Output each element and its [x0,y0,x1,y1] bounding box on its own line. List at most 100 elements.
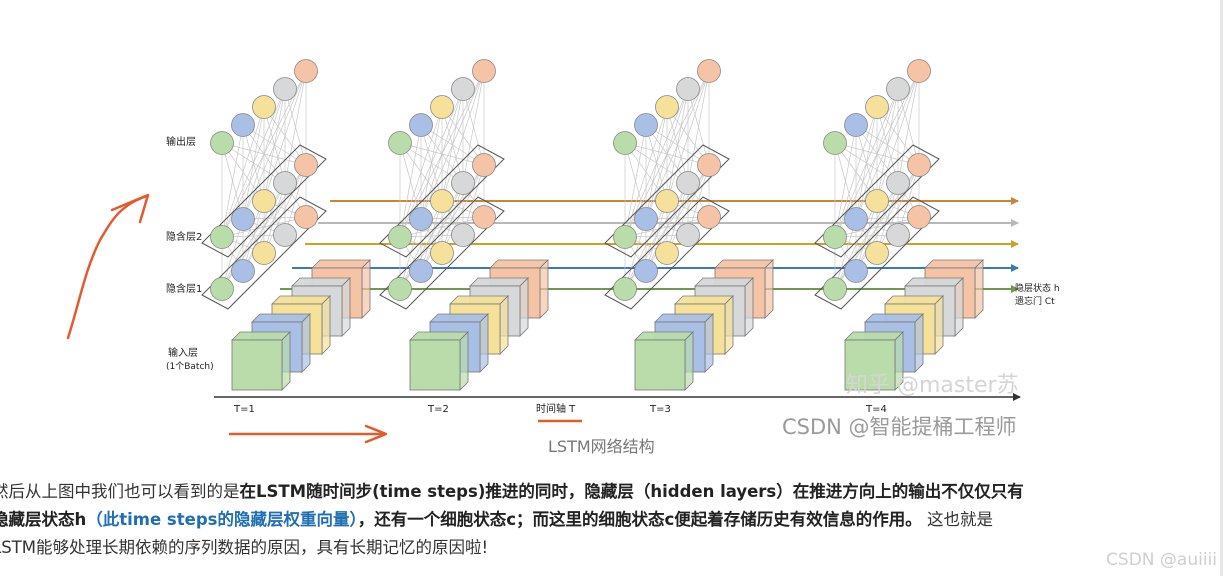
hidden-layer-box [379,144,505,258]
neuron-node [823,225,847,249]
neuron-node [676,171,700,195]
paragraph-line-3: LSTM能够处理长期依赖的序列数据的原因，具有长期记忆的原因啦! [0,534,1223,562]
neuron-connection [462,70,485,184]
neuron-node [634,113,658,137]
output-layer-label: 输出层 [166,135,196,148]
neuron-node [886,77,910,101]
hidden-layer-box [604,144,730,258]
paragraph-line-2: 隐藏层状态h（此time steps的隐藏层权重向量），还有一个细胞状态c；而这… [0,506,1223,534]
hidden-state-label: 隐层状态 h [1015,282,1060,294]
time-axis-label: 时间轴 T [536,402,576,415]
hidden-layer-box [814,144,940,258]
neuron-node [210,277,234,301]
neuron-connection [645,70,710,220]
neuron-connection [624,124,647,238]
neuron-node [252,189,276,213]
neuron-connection [834,218,857,290]
neuron-node [388,225,412,249]
page-scrollbar[interactable] [1220,0,1223,576]
neuron-node [907,59,931,83]
input-cube-side [974,259,984,319]
neuron-connection [666,164,710,254]
csdn-bottom-watermark: CSDN @auiiii [1106,550,1217,570]
zhihu-watermark: 知乎 @master苏 [846,373,1019,398]
neuron-node [865,241,889,265]
input-cube-top [634,331,694,341]
input-cube-top [449,295,509,305]
input-cube-side [934,295,944,355]
neuron-node [613,277,637,301]
neuron-node [865,189,889,213]
input-cube-top [924,259,984,269]
neuron-node [844,259,868,283]
neuron-node [676,223,700,247]
input-layer-batch-label: (1个Batch) [166,361,214,372]
neuron-node [294,59,318,83]
neuron-connection [399,200,443,290]
input-cube-top [904,277,964,287]
input-cube-top [429,313,489,323]
neuron-node [231,207,255,231]
input-cube-side [684,331,694,391]
neuron-node [472,153,496,177]
input-cube-side [704,313,714,373]
neuron-node [273,171,297,195]
input-cube-top [884,295,944,305]
neuron-node [844,113,868,137]
input-cube-top [844,331,904,341]
hidden-layer-box [379,196,505,310]
neuron-connection [399,124,422,238]
neuron-node [865,95,889,119]
paragraph-bold: 在LSTM随时间步(time steps)推进的同时，隐藏层（hidden la… [239,482,1024,501]
input-cube-side [724,295,734,355]
input-cube-top [694,277,754,287]
neuron-node [823,131,847,155]
input-cube-top [469,277,529,287]
hidden-layer-1-label: 隐含层1 [166,282,202,295]
neuron-node [676,77,700,101]
input-cube-side [539,259,549,319]
paragraph-text: 然后从上图中我们也可以看到的是 [0,482,240,501]
input-layer-label: 输入层 [168,346,198,359]
neuron-node [231,113,255,137]
neuron-connection [855,70,920,220]
hidden-layer-box [201,196,327,310]
neuron-connection [399,218,422,290]
input-cube-top [489,259,549,269]
input-cube-top [231,331,291,341]
neuron-node [252,241,276,265]
neuron-connection [876,164,920,254]
neuron-node [294,153,318,177]
hidden-layer-box [201,144,327,258]
input-cube-side [764,259,774,319]
neuron-node [388,131,412,155]
input-cube-side [499,295,509,355]
hidden-layer-box [814,196,940,310]
paragraph-highlight: （此time steps的隐藏层权重向量） [86,510,358,529]
neuron-connection [441,70,485,202]
input-cube-side [321,295,331,355]
input-cube-side [459,331,469,391]
input-cube-front [409,339,461,391]
neuron-connection [441,164,485,254]
neuron-node [409,259,433,283]
input-cube-side [954,277,964,337]
neuron-connection [897,70,920,184]
neuron-node [886,171,910,195]
paragraph-bold: 隐藏层状态h [0,510,87,529]
neuron-node [252,95,276,119]
neuron-node [697,153,721,177]
input-cube-side [281,331,291,391]
hidden-layer-box [604,196,730,310]
neuron-node [697,59,721,83]
input-cube-side [479,313,489,373]
paragraph-bold: ，还有一个细胞状态c；而这里的细胞状态c便起着存储历史有效信息的作用。 [357,510,922,529]
neuron-node [210,225,234,249]
input-cube-top [271,295,331,305]
neuron-node [430,241,454,265]
neuron-connection [462,164,485,236]
annotation-arrowhead [110,193,150,224]
input-cube-front [231,339,283,391]
neuron-connection [221,200,265,290]
neuron-node [907,205,931,229]
